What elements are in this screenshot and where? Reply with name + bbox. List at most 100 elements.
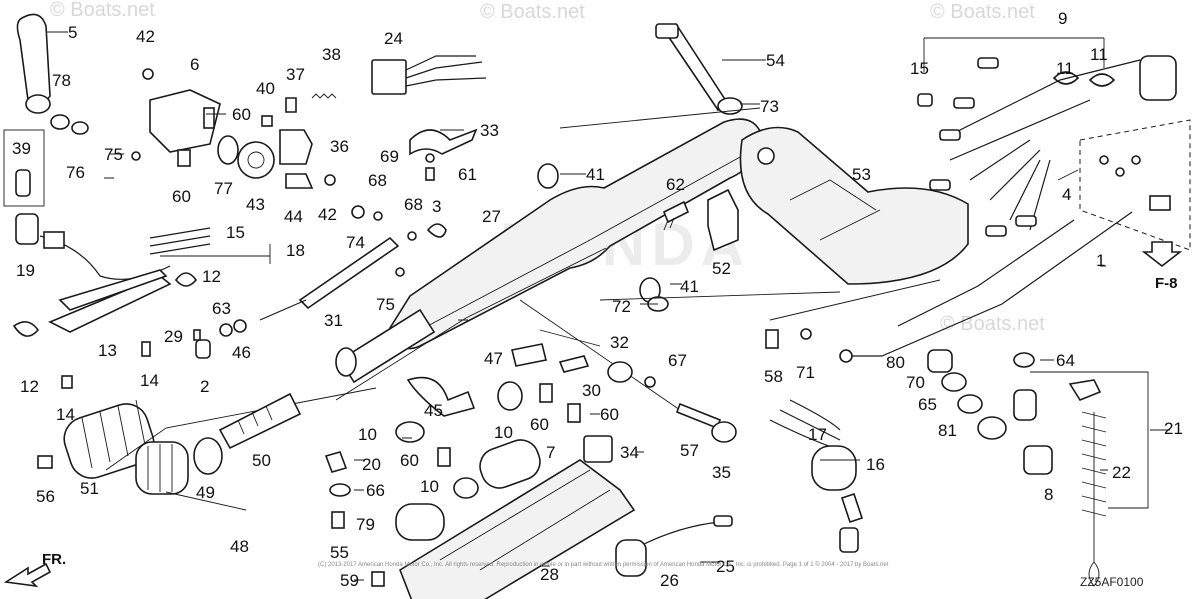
callout-1[interactable]: 1	[1096, 251, 1105, 270]
callout-3[interactable]: 3	[432, 197, 441, 216]
callout-47[interactable]: 47	[484, 349, 503, 368]
callout-33[interactable]: 33	[480, 121, 499, 140]
callout-16[interactable]: 16	[866, 455, 885, 474]
callout-73[interactable]: 73	[760, 97, 779, 116]
callout-56[interactable]: 56	[36, 487, 55, 506]
callout-10-b[interactable]: 10	[494, 423, 513, 442]
page-ref-label[interactable]: F-8	[1155, 275, 1178, 292]
callout-29[interactable]: 29	[164, 327, 183, 346]
callout-7[interactable]: 7	[546, 443, 555, 462]
callout-41-b[interactable]: 41	[680, 277, 699, 296]
callout-40[interactable]: 40	[256, 79, 275, 98]
callout-51[interactable]: 51	[80, 479, 99, 498]
callout-78[interactable]: 78	[52, 71, 71, 90]
callout-15-a[interactable]: 15	[226, 223, 245, 242]
callout-68-a[interactable]: 68	[368, 171, 387, 190]
callout-67[interactable]: 67	[668, 351, 687, 370]
callout-15-b[interactable]: 15	[910, 59, 929, 78]
callout-20[interactable]: 20	[362, 455, 381, 474]
callout-9[interactable]: 9	[1058, 9, 1067, 28]
callout-60-e[interactable]: 60	[400, 451, 419, 470]
callout-39[interactable]: 39	[12, 139, 31, 158]
callout-44[interactable]: 44	[284, 207, 303, 226]
callout-25[interactable]: 25	[716, 557, 735, 576]
callout-74[interactable]: 74	[346, 233, 365, 252]
part-39-box	[3, 129, 45, 207]
callout-19[interactable]: 19	[16, 261, 35, 280]
callout-59[interactable]: 59	[340, 571, 359, 590]
callout-41-a[interactable]: 41	[586, 165, 605, 184]
callout-14-a[interactable]: 14	[140, 371, 159, 390]
callout-50[interactable]: 50	[252, 451, 271, 470]
callout-43[interactable]: 43	[246, 195, 265, 214]
callout-75-a[interactable]: 75	[104, 145, 123, 164]
callout-17[interactable]: 17	[808, 425, 827, 444]
callout-60-b[interactable]: 60	[172, 187, 191, 206]
callout-60-d[interactable]: 60	[600, 405, 619, 424]
callout-12-b[interactable]: 12	[20, 377, 39, 396]
callout-42-a[interactable]: 42	[136, 27, 155, 46]
callout-18[interactable]: 18	[286, 241, 305, 260]
callout-52[interactable]: 52	[712, 259, 731, 278]
callout-14-b[interactable]: 14	[56, 405, 75, 424]
callout-70[interactable]: 70	[906, 373, 925, 392]
callout-11-a[interactable]: 11	[1056, 59, 1074, 78]
callout-28[interactable]: 28	[540, 565, 559, 584]
callout-46[interactable]: 46	[232, 343, 251, 362]
callout-35[interactable]: 35	[712, 463, 731, 482]
callout-69[interactable]: 69	[380, 147, 399, 166]
callout-62[interactable]: 62	[666, 175, 685, 194]
callout-79[interactable]: 79	[356, 515, 375, 534]
callout-34[interactable]: 34	[620, 443, 639, 462]
callout-71[interactable]: 71	[796, 363, 815, 382]
callout-5[interactable]: 5	[68, 23, 77, 42]
callout-6[interactable]: 6	[190, 55, 199, 74]
callout-66[interactable]: 66	[366, 481, 385, 500]
callout-27[interactable]: 27	[482, 207, 501, 226]
callout-80[interactable]: 80	[886, 353, 905, 372]
callout-42-b[interactable]: 42	[318, 205, 337, 224]
callout-49[interactable]: 49	[196, 483, 215, 502]
callout-60-a[interactable]: 60	[232, 105, 251, 124]
callout-76[interactable]: 76	[66, 163, 85, 182]
callout-81[interactable]: 81	[938, 421, 957, 440]
callout-48[interactable]: 48	[230, 537, 249, 556]
callout-63[interactable]: 63	[212, 299, 231, 318]
callout-4[interactable]: 4	[1062, 185, 1071, 204]
callout-32[interactable]: 32	[610, 333, 629, 352]
callout-65[interactable]: 65	[918, 395, 937, 414]
callout-77[interactable]: 77	[214, 179, 233, 198]
callout-26[interactable]: 26	[660, 571, 679, 590]
callout-60-c[interactable]: 60	[530, 415, 549, 434]
callout-38[interactable]: 38	[322, 45, 341, 64]
callout-8[interactable]: 8	[1044, 485, 1053, 504]
callout-13[interactable]: 13	[98, 341, 117, 360]
callout-64[interactable]: 64	[1056, 351, 1075, 370]
callout-30[interactable]: 30	[582, 381, 601, 400]
callout-55[interactable]: 55	[330, 543, 349, 562]
kit-washer-b	[1115, 167, 1125, 177]
callout-2[interactable]: 2	[200, 377, 209, 396]
callout-22[interactable]: 22	[1112, 463, 1131, 482]
callout-45[interactable]: 45	[424, 401, 443, 420]
callout-31[interactable]: 31	[324, 311, 343, 330]
callout-53[interactable]: 53	[852, 165, 871, 184]
callout-58[interactable]: 58	[764, 367, 783, 386]
callout-11-b[interactable]: 11	[1090, 45, 1108, 64]
part-3-bolt	[426, 223, 447, 238]
part-55-bolt	[331, 511, 345, 529]
callout-37[interactable]: 37	[286, 65, 305, 84]
callout-36[interactable]: 36	[330, 137, 349, 156]
callout-10-c[interactable]: 10	[420, 477, 439, 496]
callout-57[interactable]: 57	[680, 441, 699, 460]
callout-68-b[interactable]: 68	[404, 195, 423, 214]
callout-21[interactable]: 21	[1164, 419, 1183, 438]
callout-10-a[interactable]: 10	[358, 425, 377, 444]
part-45-bracket	[406, 376, 476, 417]
callout-75-b[interactable]: 75	[376, 295, 395, 314]
callout-72[interactable]: 72	[612, 297, 631, 316]
callout-61[interactable]: 61	[458, 165, 477, 184]
callout-54[interactable]: 54	[766, 51, 785, 70]
callout-12-a[interactable]: 12	[202, 267, 221, 286]
callout-24[interactable]: 24	[384, 29, 403, 48]
